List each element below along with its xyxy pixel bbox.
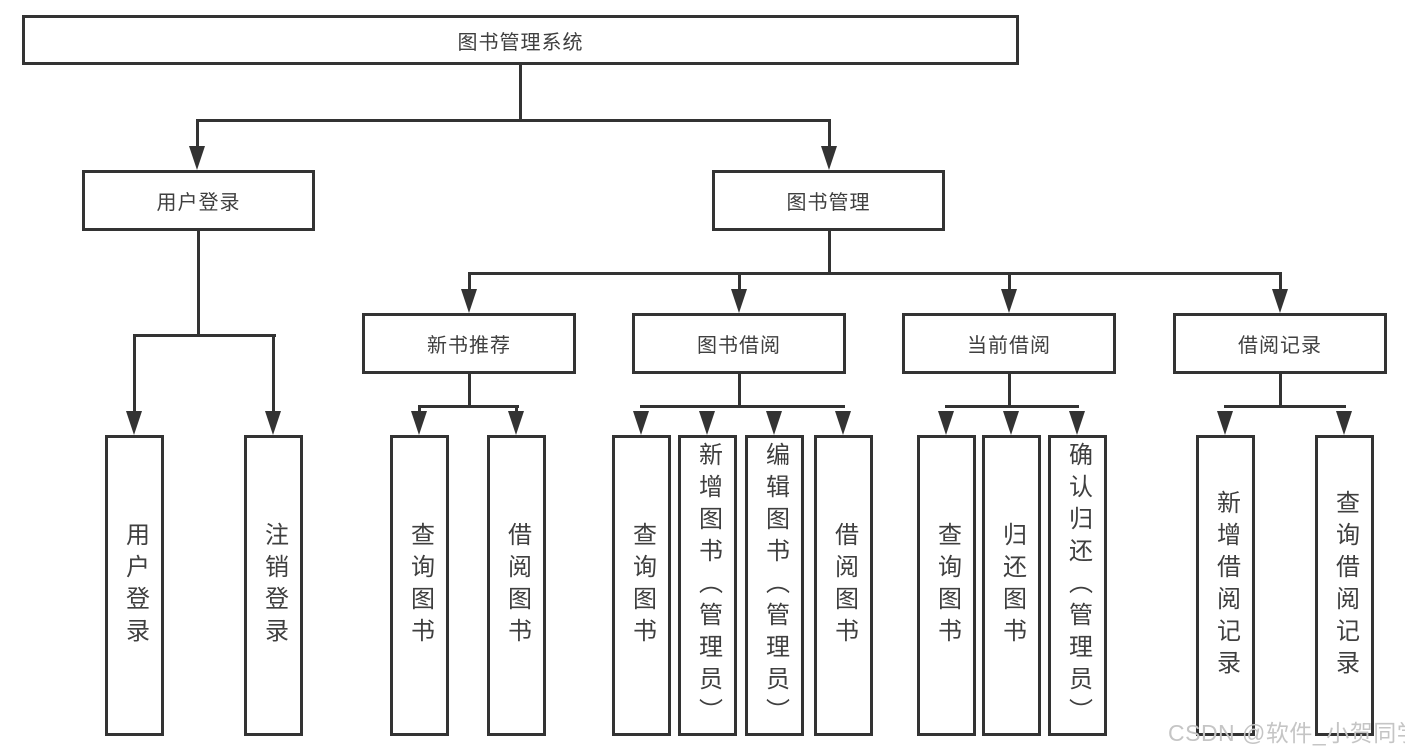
leaf-logout: 注销登录 xyxy=(244,435,303,736)
connector-new-book-hline xyxy=(418,405,519,408)
arrowhead-down-icon xyxy=(1272,289,1288,313)
connector-root-left-stem xyxy=(196,119,199,149)
leaf-edit-books-admin: 编辑图书（管理员） xyxy=(745,435,804,736)
arrowhead-down-icon xyxy=(126,411,142,435)
connector-new-book-stem-1 xyxy=(418,405,421,414)
arrowhead-down-icon xyxy=(411,411,427,435)
arrowhead-down-icon xyxy=(508,411,524,435)
node-library-system: 图书管理系统 xyxy=(22,15,1019,65)
connector-current-borrow-stem xyxy=(1008,372,1011,408)
connector-book-mgmt-stem-2 xyxy=(738,272,741,290)
leaf-borrow-books-1: 借阅图书 xyxy=(487,435,546,736)
arrowhead-down-icon xyxy=(633,411,649,435)
csdn-watermark: CSDN @软件_小贺同学 xyxy=(1168,720,1405,746)
arrowhead-down-icon xyxy=(1336,411,1352,435)
connector-user-login-stem xyxy=(197,230,200,337)
node-borrowing-records: 借阅记录 xyxy=(1173,313,1387,374)
leaf-add-books-admin: 新增图书（管理员） xyxy=(678,435,737,736)
leaf-confirm-return-admin: 确认归还（管理员） xyxy=(1048,435,1107,736)
connector-borrow-record-stem xyxy=(1279,372,1282,408)
connector-book-borrow-hline xyxy=(640,405,845,408)
leaf-add-borrow-record: 新增借阅记录 xyxy=(1196,435,1255,736)
leaf-user-login: 用户登录 xyxy=(105,435,164,736)
arrowhead-down-icon xyxy=(766,411,782,435)
arrowhead-down-icon xyxy=(938,411,954,435)
connector-user-login-right-stem xyxy=(272,334,275,413)
connector-book-mgmt-hline xyxy=(468,272,1282,275)
arrowhead-down-icon xyxy=(1217,411,1233,435)
connector-user-login-left-stem xyxy=(133,334,136,413)
connector-new-book-stem xyxy=(468,372,471,408)
connector-root-stem xyxy=(519,63,522,122)
arrowhead-down-icon xyxy=(731,289,747,313)
arrowhead-down-icon xyxy=(835,411,851,435)
connector-user-login-hline xyxy=(133,334,276,337)
connector-book-borrow-stem xyxy=(738,372,741,408)
leaf-query-books-2: 查询图书 xyxy=(612,435,671,736)
connector-current-borrow-hline xyxy=(945,405,1079,408)
leaf-return-books: 归还图书 xyxy=(982,435,1041,736)
connector-book-mgmt-stem-3 xyxy=(1008,272,1011,290)
connector-borrow-record-hline xyxy=(1224,405,1346,408)
leaf-query-books-3: 查询图书 xyxy=(917,435,976,736)
arrowhead-down-icon xyxy=(1001,289,1017,313)
connector-root-right-stem xyxy=(828,119,831,149)
connector-book-mgmt-stem-4 xyxy=(1279,272,1282,290)
connector-root-hline xyxy=(196,119,831,122)
arrowhead-down-icon xyxy=(1003,411,1019,435)
arrowhead-down-icon xyxy=(461,289,477,313)
node-user-login: 用户登录 xyxy=(82,170,315,231)
arrowhead-down-icon xyxy=(699,411,715,435)
arrowhead-down-icon xyxy=(189,146,205,170)
arrowhead-down-icon xyxy=(265,411,281,435)
connector-new-book-stem-2 xyxy=(515,405,518,414)
leaf-query-books-1: 查询图书 xyxy=(390,435,449,736)
leaf-borrow-books-2: 借阅图书 xyxy=(814,435,873,736)
node-current-borrowing: 当前借阅 xyxy=(902,313,1116,374)
connector-book-mgmt-stem-1 xyxy=(468,272,471,290)
node-book-management: 图书管理 xyxy=(712,170,945,231)
arrowhead-down-icon xyxy=(821,146,837,170)
connector-book-mgmt-stem xyxy=(828,230,831,274)
node-new-book-recommend: 新书推荐 xyxy=(362,313,576,374)
leaf-query-borrow-record: 查询借阅记录 xyxy=(1315,435,1374,736)
node-book-borrowing: 图书借阅 xyxy=(632,313,846,374)
arrowhead-down-icon xyxy=(1069,411,1085,435)
